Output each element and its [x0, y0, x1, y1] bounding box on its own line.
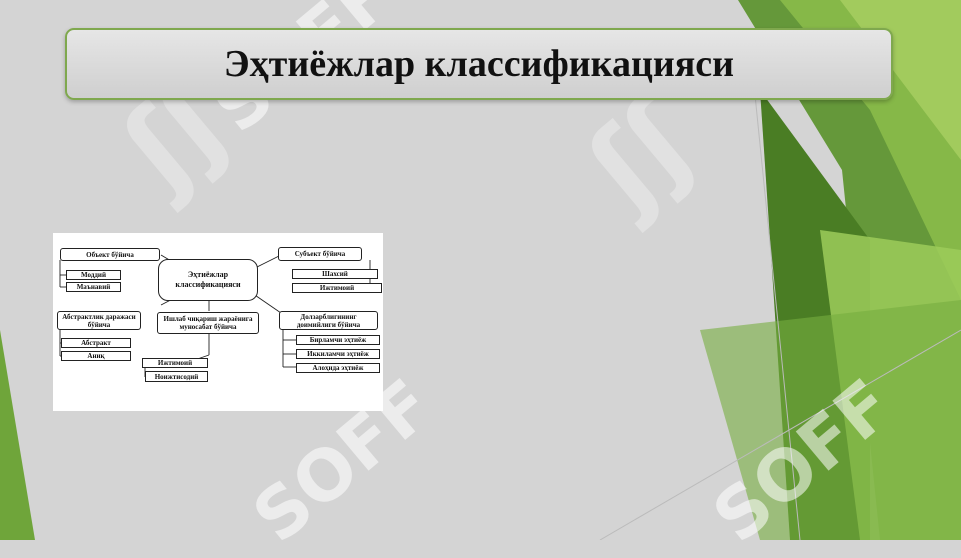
subject-group-node: Субъект бўйича — [278, 247, 362, 261]
fulfillment-group-node: Долзарблигининг доимийлиги бўйича — [279, 311, 378, 330]
production-item-node: Ижтимоий — [142, 358, 208, 368]
subject-item-node: Ижтимоий — [292, 283, 382, 293]
abstraction-item-node: Аниқ — [61, 351, 131, 361]
subject-item-node: Шахсий — [292, 269, 378, 279]
production-group-node: Ишлаб чиқариш жараёнига муносабат бўйича — [157, 312, 259, 334]
abstraction-item-node: Абстракт — [61, 338, 131, 348]
fulfillment-item-node: Алоҳида эҳтиёж — [296, 363, 380, 373]
object-item-node: Моддий — [66, 270, 121, 280]
fulfillment-item-node: Бирламчи эҳтиёж — [296, 335, 380, 345]
classification-diagram: Эҳтиёжлар классификацияси Объект бўйича … — [53, 233, 383, 411]
abstraction-group-node: Абстрактлик даражаси бўйича — [57, 311, 141, 330]
production-item-node: Ноижтисодий — [145, 371, 208, 382]
object-item-node: Маънавий — [66, 282, 121, 292]
slide-title: Эҳтиёжлар классификацияси — [223, 43, 735, 85]
object-group-node: Объект бўйича — [60, 248, 160, 261]
title-bar: Эҳтиёжлар классификацияси — [65, 28, 893, 100]
fulfillment-item-node: Иккиламчи эҳтиёж — [296, 349, 380, 359]
center-node: Эҳтиёжлар классификацияси — [158, 259, 258, 301]
